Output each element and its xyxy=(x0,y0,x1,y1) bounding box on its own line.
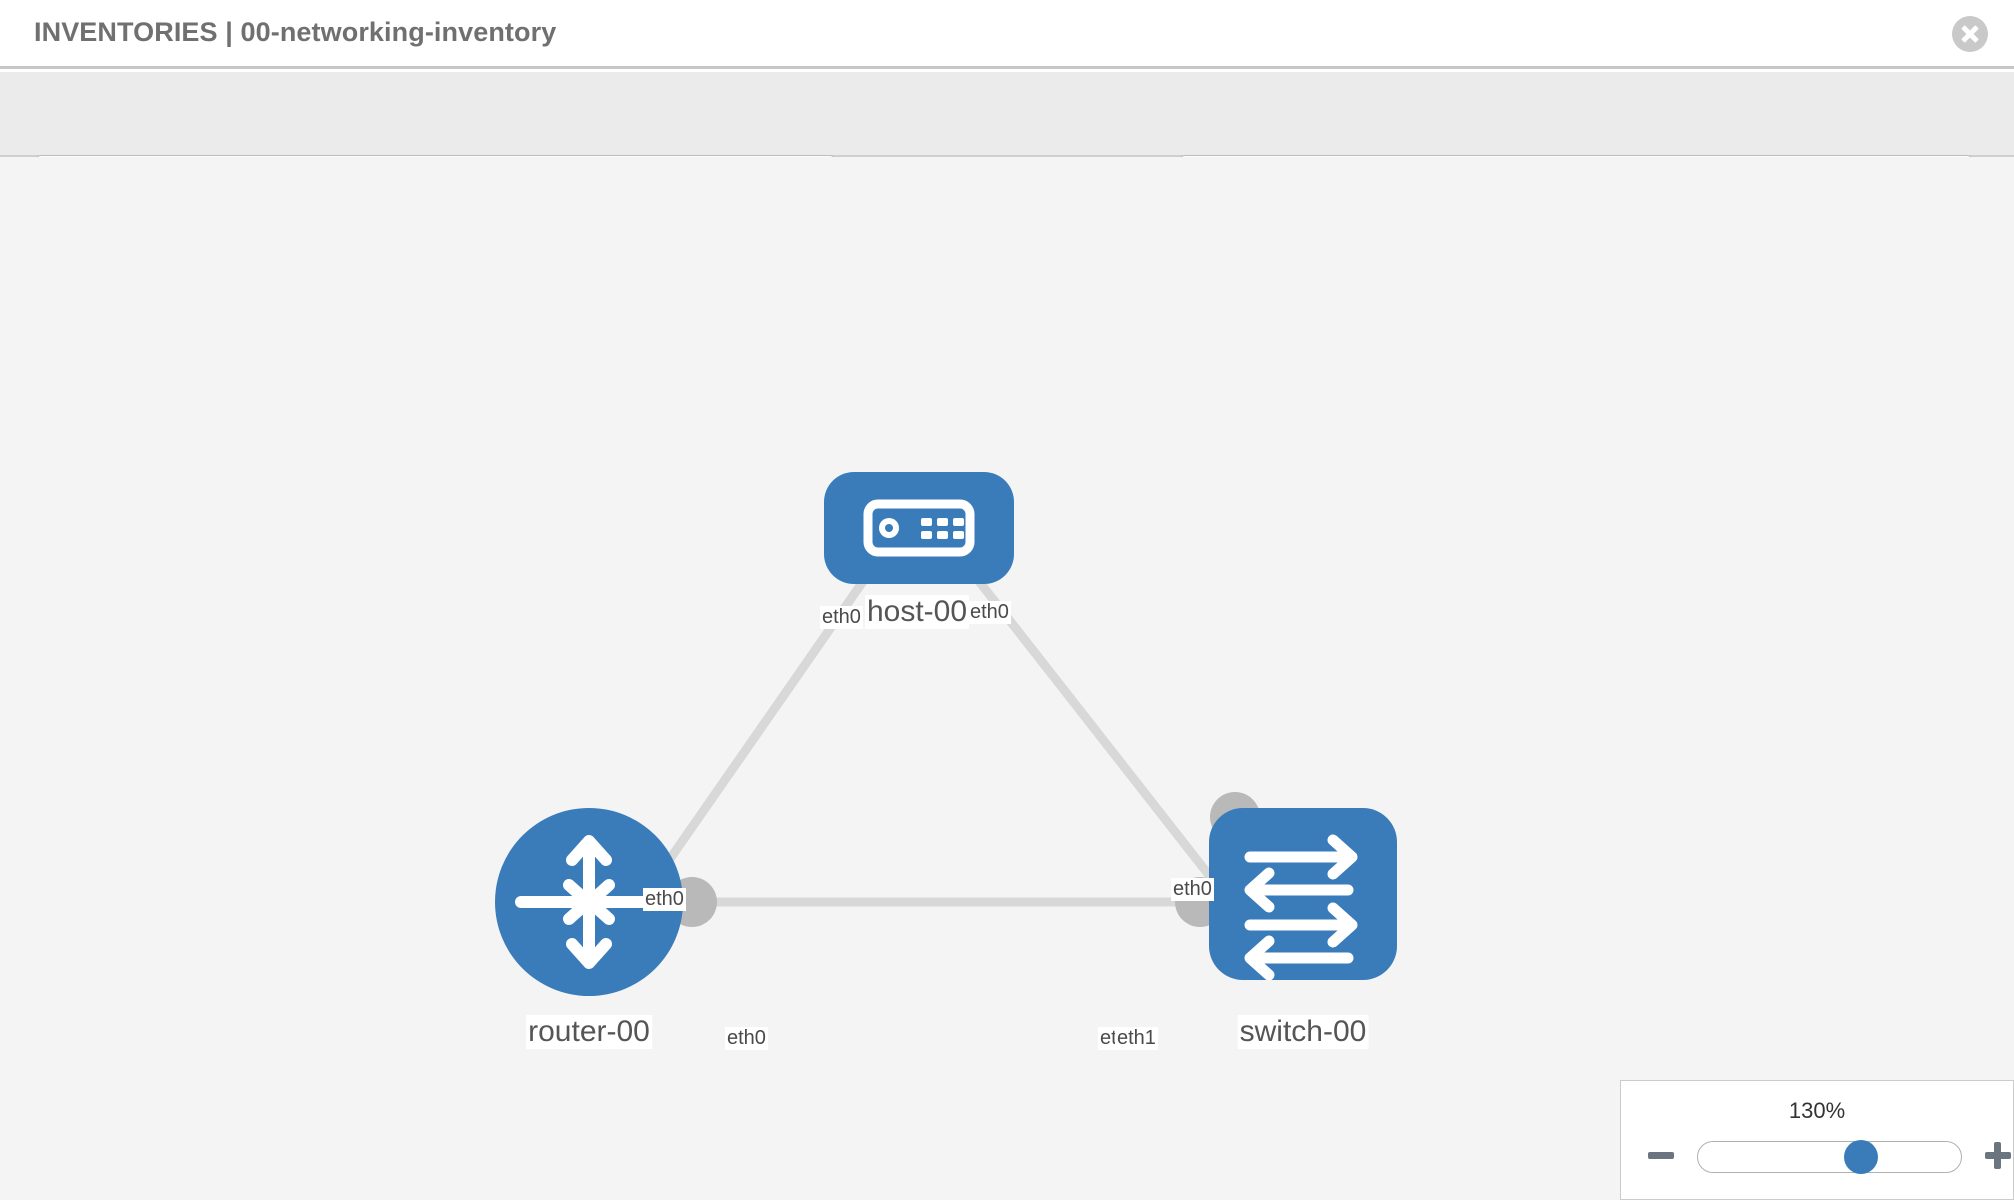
node-label-host-00: host-00 xyxy=(864,595,970,629)
zoom-control-panel: 130% xyxy=(1620,1080,2014,1200)
node-host-00 xyxy=(824,472,1014,584)
port-label-switch00-eth0-uplink: eth0 xyxy=(1171,878,1214,901)
switch-arrows-icon xyxy=(1244,834,1358,981)
zoom-slider-row xyxy=(1621,1139,2013,1179)
zoom-slider[interactable] xyxy=(1697,1140,1962,1174)
node-router-00 xyxy=(495,808,683,996)
minus-icon[interactable] xyxy=(1648,1152,1674,1159)
topology-ports xyxy=(667,527,1260,927)
plus-icon-vertical xyxy=(1994,1142,2001,1169)
page-title: INVENTORIES | 00-networking-inventory xyxy=(34,17,557,47)
port-label-host00-eth0-right: eth0 xyxy=(968,601,1011,624)
port-label-router00-eth0-uplink: eth0 xyxy=(643,888,686,911)
node-label-router-00: router-00 xyxy=(526,1015,652,1049)
port-label-host00-eth0-left: eth0 xyxy=(820,606,863,629)
node-label-switch-00: switch-00 xyxy=(1237,1015,1369,1049)
page-header: INVENTORIES | 00-networking-inventory xyxy=(0,0,2014,69)
port-label-switch00-eth1: eth1 xyxy=(1115,1027,1158,1050)
server-icon xyxy=(863,499,975,557)
toolbar: ACTIONS SEARCH xyxy=(0,72,2014,211)
topology-graph xyxy=(495,472,1397,996)
topology-canvas[interactable]: host-00 router-00 switch-00 eth0 eth0 et… xyxy=(0,157,2014,1200)
server-icon-vents xyxy=(921,518,964,539)
zoom-level-label: 130% xyxy=(1788,1098,1846,1123)
close-icon[interactable] xyxy=(1952,16,1988,52)
zoom-slider-thumb[interactable] xyxy=(1844,1140,1879,1174)
port-label-router00-eth0: eth0 xyxy=(725,1027,768,1050)
node-switch-00 xyxy=(1209,808,1397,981)
plus-icon[interactable] xyxy=(1985,1139,2011,1172)
